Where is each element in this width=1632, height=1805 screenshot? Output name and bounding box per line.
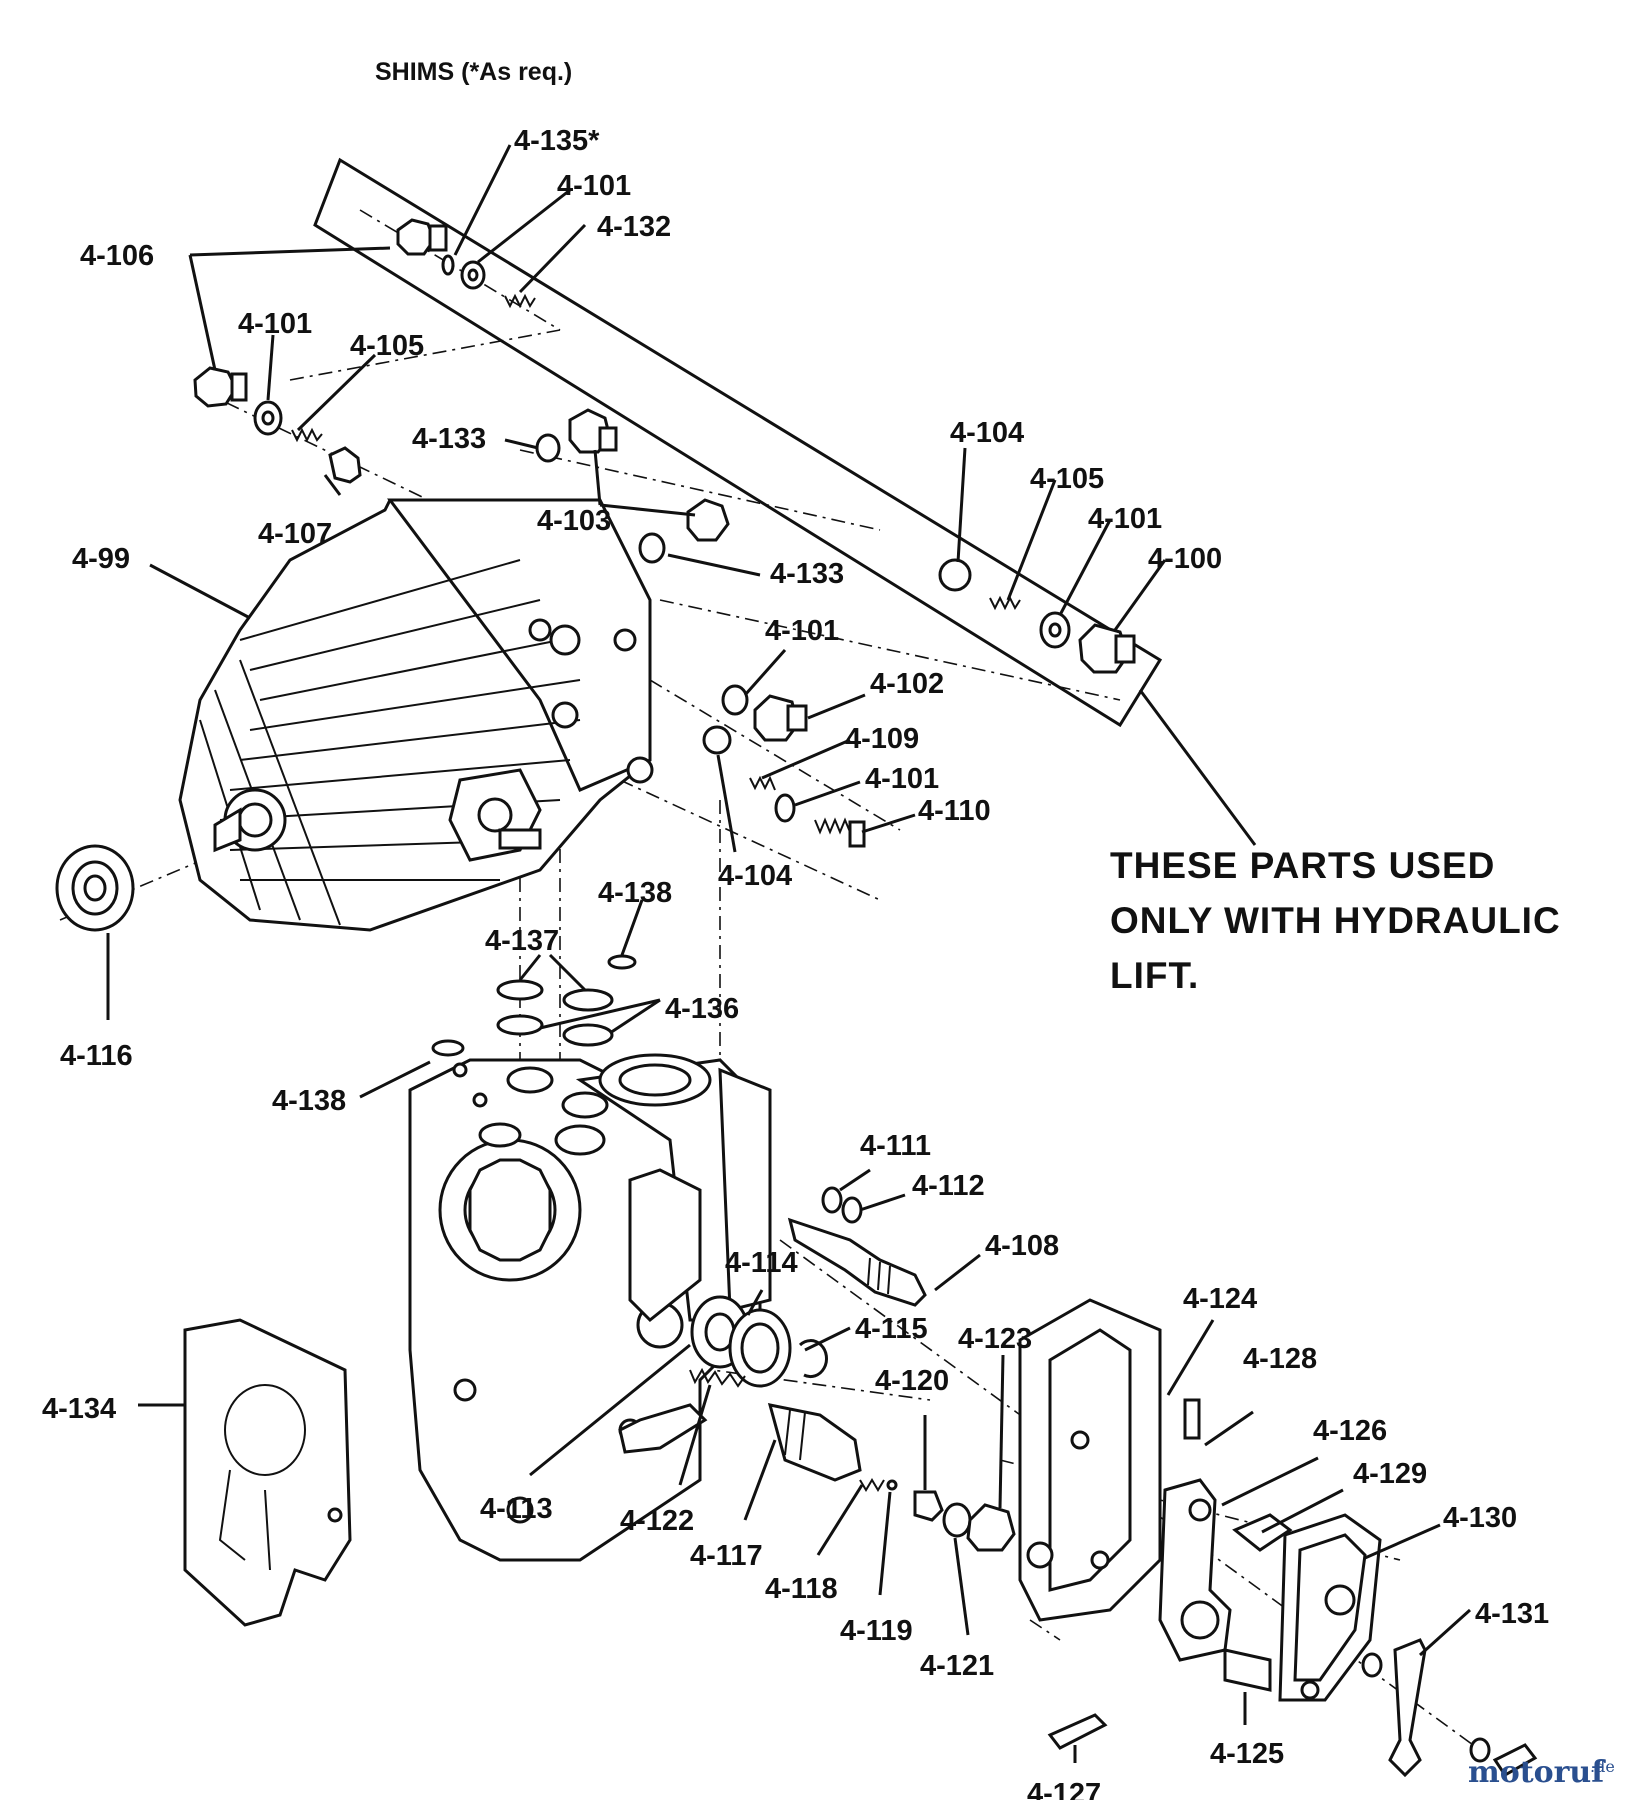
label-4-111: 4-111 xyxy=(860,1130,931,1162)
label-4-123: 4-123 xyxy=(958,1323,1032,1355)
hydraulic-lift-note: THESE PARTS USED ONLY WITH HYDRAULIC LIF… xyxy=(1110,845,1561,996)
pump-housing xyxy=(178,498,654,932)
label-4-101: 4-101 xyxy=(557,170,631,202)
label-4-109: 4-109 xyxy=(845,723,919,755)
label-4-136: 4-136 xyxy=(665,993,739,1025)
label-4-135: 4-135* xyxy=(514,125,600,157)
label-4-102: 4-102 xyxy=(870,668,944,700)
leader-lines xyxy=(106,144,1472,1763)
label-4-124: 4-124 xyxy=(1183,1283,1257,1315)
label-4-115: 4-115 xyxy=(855,1313,928,1345)
cover-plate xyxy=(1278,1513,1382,1702)
control-cover xyxy=(1018,1298,1162,1622)
label-4-105: 4-105 xyxy=(350,330,424,362)
small-parts xyxy=(55,218,1538,1778)
pump-output-shaft xyxy=(237,802,273,838)
label-4-118: 4-118 xyxy=(765,1573,838,1605)
plug-4-106-lower xyxy=(193,366,238,408)
hydraulic-lift-parts-panel xyxy=(313,157,1257,846)
label-4-132: 4-132 xyxy=(597,211,671,243)
watermark-name: motoruf xyxy=(1468,1755,1606,1790)
label-4-120: 4-120 xyxy=(875,1365,949,1397)
label-4-128: 4-128 xyxy=(1243,1343,1317,1375)
label-4-113: 4-113 xyxy=(480,1493,553,1525)
label-4-101: 4-101 xyxy=(765,615,839,647)
label-4-138: 4-138 xyxy=(598,877,672,909)
label-4-134: 4-134 xyxy=(42,1393,116,1425)
label-4-112: 4-112 xyxy=(912,1170,985,1202)
gasket xyxy=(183,1318,352,1627)
label-4-119: 4-119 xyxy=(840,1615,913,1647)
label-4-103: 4-103 xyxy=(537,505,611,537)
label-4-100: 4-100 xyxy=(1148,543,1222,575)
note-line-2: ONLY WITH HYDRAULIC xyxy=(1110,900,1561,941)
label-4-137: 4-137 xyxy=(485,925,559,957)
label-4-105: 4-105 xyxy=(1030,463,1104,495)
watermark: motoruf .de xyxy=(1468,1755,1615,1790)
label-4-101: 4-101 xyxy=(865,763,939,795)
note-leader-line xyxy=(1138,689,1257,846)
label-4-116: 4-116 xyxy=(60,1040,133,1072)
part-number-labels: 4-135* 4-101 4-132 4-106 4-101 4-105 4-1… xyxy=(42,125,1549,1805)
label-4-131: 4-131 xyxy=(1475,1598,1549,1630)
label-4-107: 4-107 xyxy=(258,518,332,550)
label-4-121: 4-121 xyxy=(920,1650,994,1682)
label-4-130: 4-130 xyxy=(1443,1502,1517,1534)
label-4-129: 4-129 xyxy=(1353,1458,1427,1490)
label-4-101: 4-101 xyxy=(1088,503,1162,535)
shims-header: SHIMS (*As req.) xyxy=(375,58,572,86)
control-lever xyxy=(1158,1478,1232,1662)
label-4-99: 4-99 xyxy=(72,543,130,575)
label-4-104: 4-104 xyxy=(718,860,792,892)
note-line-1: THESE PARTS USED xyxy=(1110,845,1495,886)
label-4-106: 4-106 xyxy=(80,240,154,272)
note-line-3: LIFT. xyxy=(1110,955,1199,996)
label-4-133: 4-133 xyxy=(770,558,844,590)
label-4-127: 4-127 xyxy=(1027,1778,1101,1800)
label-4-125: 4-125 xyxy=(1210,1738,1284,1770)
label-4-114: 4-114 xyxy=(725,1247,798,1279)
label-4-133: 4-133 xyxy=(412,423,486,455)
label-4-122: 4-122 xyxy=(620,1505,694,1537)
label-4-138: 4-138 xyxy=(272,1085,346,1117)
label-4-101: 4-101 xyxy=(238,308,312,340)
watermark-tld: .de xyxy=(1590,1757,1615,1776)
label-4-108: 4-108 xyxy=(985,1230,1059,1262)
label-4-126: 4-126 xyxy=(1313,1415,1387,1447)
label-4-110: 4-110 xyxy=(918,795,991,827)
label-4-117: 4-117 xyxy=(690,1540,763,1572)
label-4-104: 4-104 xyxy=(950,417,1024,449)
